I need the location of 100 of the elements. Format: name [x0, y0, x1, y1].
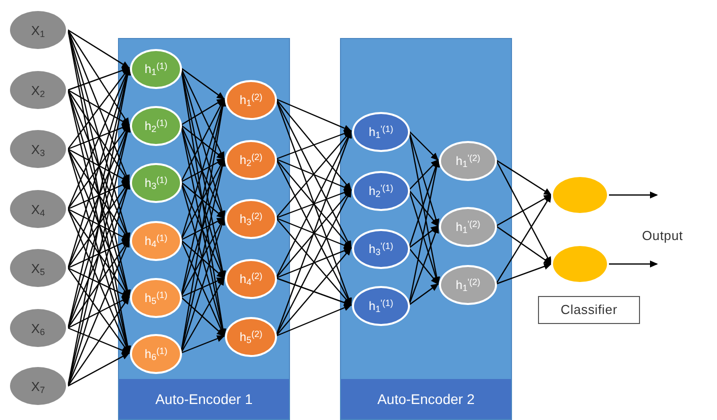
hidden-neuron [352, 112, 410, 152]
neuron-label: X$_{3}$ [31, 142, 45, 156]
arrow [276, 218, 352, 306]
hidden-neuron [130, 49, 182, 89]
hidden-neuron [352, 171, 410, 211]
arrow [408, 248, 439, 285]
arrow [67, 208, 130, 354]
hidden-neuron [439, 207, 497, 247]
arrow [67, 239, 130, 386]
arrow [67, 67, 130, 268]
arrow [408, 130, 440, 227]
hidden-neuron [225, 199, 277, 239]
arrow [180, 240, 225, 337]
arrow [68, 148, 130, 183]
arrow [180, 240, 225, 279]
arrow [408, 159, 440, 248]
arrow [408, 159, 439, 190]
arrow [180, 68, 225, 160]
neuron-label: X$_{1}$ [31, 24, 45, 36]
arrow [180, 277, 225, 298]
arrow [68, 124, 130, 150]
neuron-label: X$_{5}$ [31, 262, 45, 274]
arrow [276, 158, 352, 191]
arrow [67, 30, 130, 183]
hidden-neuron [352, 229, 410, 269]
arrow [68, 89, 130, 126]
neuron-label: X$_{2}$ [31, 84, 45, 96]
hidden-neuron [130, 334, 182, 374]
arrow [68, 327, 130, 354]
arrow [496, 160, 552, 196]
arrow [276, 304, 352, 337]
arrow [180, 68, 225, 100]
autoencoder-panel [118, 38, 290, 420]
arrow [68, 267, 130, 298]
arrow [180, 124, 225, 160]
arrow [408, 225, 439, 248]
arrow [276, 217, 352, 249]
hidden-neuron [225, 259, 277, 299]
arrow [276, 158, 352, 249]
arrow [496, 226, 552, 265]
hidden-neuron [439, 265, 497, 305]
arrow [408, 130, 439, 161]
hidden-neuron [225, 80, 277, 120]
arrow [408, 190, 440, 285]
arrow [68, 352, 130, 387]
hidden-neuron [130, 278, 182, 318]
arrow [276, 189, 352, 278]
arrow [67, 90, 131, 354]
arrow [496, 194, 552, 227]
arrow [180, 158, 225, 183]
arrow [276, 130, 352, 218]
arrow [275, 189, 352, 336]
arrow [275, 158, 352, 306]
arrow [68, 296, 130, 329]
arrow [275, 130, 352, 278]
arrow [180, 217, 225, 241]
arrow [609, 260, 658, 268]
arrow [67, 30, 132, 354]
arrow [180, 98, 225, 182]
arrow [68, 67, 130, 91]
hidden-neuron [130, 163, 182, 203]
autoencoder-panel [340, 38, 512, 420]
arrow [180, 98, 225, 126]
arrow [275, 98, 352, 306]
arrow [408, 190, 439, 227]
panel-title: Auto-Encoder 2 [377, 390, 475, 408]
arrow [68, 296, 130, 386]
arrow [180, 277, 225, 354]
arrow [68, 239, 130, 328]
arrow [495, 160, 552, 265]
neuron-label: X$_{6}$ [31, 322, 45, 334]
arrow [68, 30, 130, 126]
arrow [180, 182, 225, 219]
arrow [276, 98, 352, 191]
arrow [496, 263, 552, 285]
arrow [276, 277, 352, 306]
label-box [538, 296, 640, 324]
hidden-neuron [130, 106, 182, 146]
hidden-neuron [225, 140, 277, 180]
arrow [180, 296, 225, 337]
hidden-neuron [225, 317, 277, 357]
hidden-neuron [439, 141, 497, 181]
arrow [68, 181, 130, 210]
hidden-neuron [130, 221, 182, 261]
arrow [276, 247, 352, 279]
output-label: Output [642, 227, 683, 245]
arrow [68, 239, 130, 269]
arrow [275, 98, 352, 249]
arrow [408, 225, 439, 306]
classifier-label: Classifier [560, 301, 618, 320]
arrow [495, 194, 552, 284]
arrow [180, 335, 225, 354]
arrow [276, 247, 352, 336]
arrow [68, 208, 130, 241]
neuron-label: X$_{4}$ [31, 202, 45, 216]
arrow [408, 283, 439, 306]
arrow [68, 90, 130, 183]
hidden-neuron [352, 286, 410, 326]
arrow [276, 98, 352, 132]
arrow [67, 67, 130, 210]
